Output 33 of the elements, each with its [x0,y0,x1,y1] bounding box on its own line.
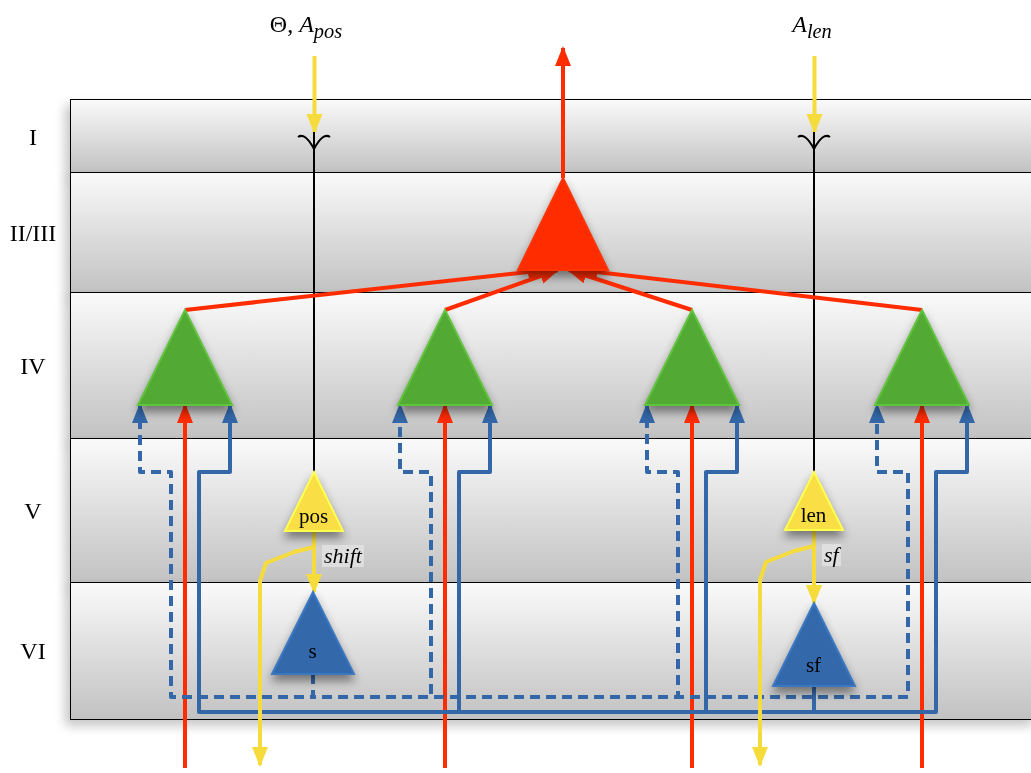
arrow [684,403,700,768]
neuron-triangle [517,177,608,270]
arrow [914,403,930,768]
arrow [444,268,560,312]
neuron-label: sf [804,654,823,676]
layer-label: I [28,124,38,149]
synapse-icon [796,131,831,152]
neuron-triangle [784,471,843,530]
neuron-triangle [271,591,354,674]
neuron-label: s [307,640,318,662]
neuron-triangle [137,309,232,405]
neuron-triangle [874,309,969,405]
layer-label: V [23,499,43,523]
neuron-label: pos [297,505,330,527]
arrow [177,403,193,768]
neuron-triangle [397,309,492,405]
layer-label: IV [19,354,47,378]
arrow [806,56,823,134]
layer-label: VI [19,639,47,663]
edge-label: shift [322,545,364,567]
input-label: Θ, A$_{pos}$ [226,10,386,50]
arrow [437,403,453,768]
neuron-label: len [799,504,828,526]
edge-label: sf [822,544,841,566]
neuron-triangle [284,471,343,531]
neuron-triangle [644,309,739,405]
synapse-icon [296,131,331,152]
neuron-triangle [772,602,855,686]
input-label: A$_{len}$ [732,10,892,50]
arrow [555,46,571,178]
arrow [306,56,323,134]
layer-label: II/III [8,221,58,245]
arrow [812,403,975,714]
